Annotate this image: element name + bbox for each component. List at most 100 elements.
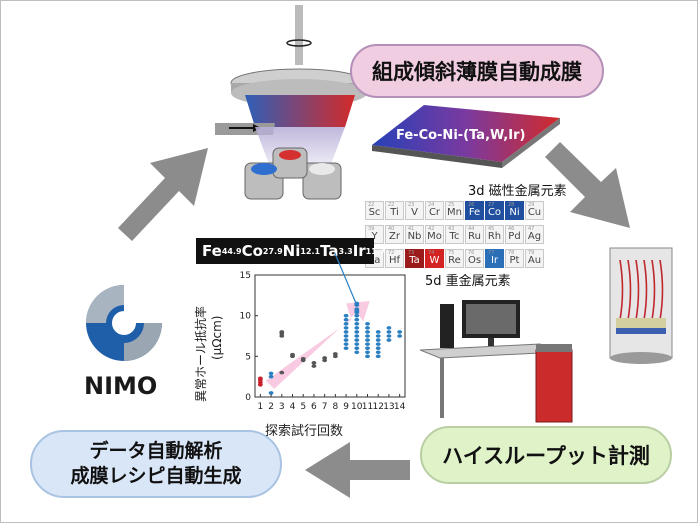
data-point [397,330,403,334]
element-symbol: Ti [390,207,399,218]
element-symbol: Nb [407,231,422,242]
formula-subscript: 12.1 [300,246,321,256]
data-point [375,338,381,342]
label-film-deposition: 組成傾斜薄膜自動成膜 [350,44,604,98]
formula-element: Co [241,242,263,260]
data-point [311,361,317,365]
data-point [365,354,370,359]
data-point [300,356,306,361]
data-point [343,313,349,318]
element-number: 24 [428,202,435,208]
x-tick-label: 10 [351,402,363,412]
element-number: 27 [488,202,495,208]
data-point [343,342,349,346]
element-number: 47 [528,226,535,232]
y-tick-label: 5 [245,352,251,362]
label-5d-elements: 5d 重金属元素 [425,274,511,289]
x-tick-label: 3 [279,402,285,412]
formula-element: Ta [320,242,339,260]
x-tick-label: 1 [257,402,263,412]
label-data-analysis-line2: 成膜レシピ自動生成 [70,465,242,487]
element-number: 45 [488,226,495,232]
data-point [268,371,274,376]
data-point [343,330,349,334]
data-point [365,342,370,346]
x-tick-label: 8 [332,402,338,412]
y-axis-label-line1: 異常ホール抵抗率 [194,305,208,402]
element-symbol: Hf [388,255,401,266]
data-point [365,326,370,330]
element-number: 22 [368,202,375,208]
element-symbol: V [411,207,418,218]
element-symbol: Co [487,207,502,218]
formula-subscript: 11.7 [365,246,386,256]
data-point [365,338,370,342]
element-symbol: Au [527,255,542,266]
y-axis-label-line2: (μΩcm) [210,315,224,360]
element-number: 73 [408,250,415,256]
element-number: 74 [428,250,435,256]
element-symbol: Os [467,255,482,266]
data-point [354,307,360,311]
element-number: 42 [428,226,435,232]
element-number: 25 [448,202,455,208]
element-symbol: Pt [509,255,520,266]
data-point [365,334,370,338]
data-point [365,330,370,334]
data-point [343,338,349,342]
y-tick-label: 15 [240,271,251,281]
arrow-upper-left [118,148,208,241]
x-tick-label: 7 [322,402,328,412]
formula-subscript: 44.9 [221,246,242,256]
data-point [375,342,381,346]
data-point [279,370,285,375]
data-point [375,330,381,334]
element-number: 46 [508,226,515,232]
x-tick-label: 2 [268,402,274,412]
element-number: 22 [388,202,395,208]
x-tick-label: 4 [290,402,296,412]
trend-arrow [265,301,370,389]
data-point [311,364,317,368]
element-number: 23 [408,202,415,208]
formula-subscript: 27.9 [262,246,283,256]
data-point [375,350,381,355]
element-symbol: Fe [468,207,481,218]
y-tick-label: 0 [245,393,251,403]
data-point [354,334,360,338]
element-symbol: Ag [527,231,542,242]
alloy-label: Fe-Co-Ni-(Ta,W,Ir) [396,128,526,143]
measurement-equipment-illustration [420,247,673,423]
formula-element: Ir [352,242,366,260]
data-point [354,338,360,342]
data-point [386,338,392,342]
element-symbol: Tc [449,231,460,242]
x-tick-label: 9 [343,402,349,412]
element-number: 43 [448,226,455,232]
element-symbol: Y [371,231,378,242]
label-3d-elements: 3d 磁性金属元素 [468,184,567,199]
element-symbol: Ta [409,255,420,266]
x-tick-label: 14 [394,402,406,412]
formula-element: Fe [202,242,222,260]
data-point [343,322,349,326]
data-point [257,376,263,381]
element-symbol: Cr [428,207,441,218]
data-point [386,330,392,334]
data-point [332,352,338,356]
plot-frame [254,274,406,398]
data-point [290,352,295,357]
